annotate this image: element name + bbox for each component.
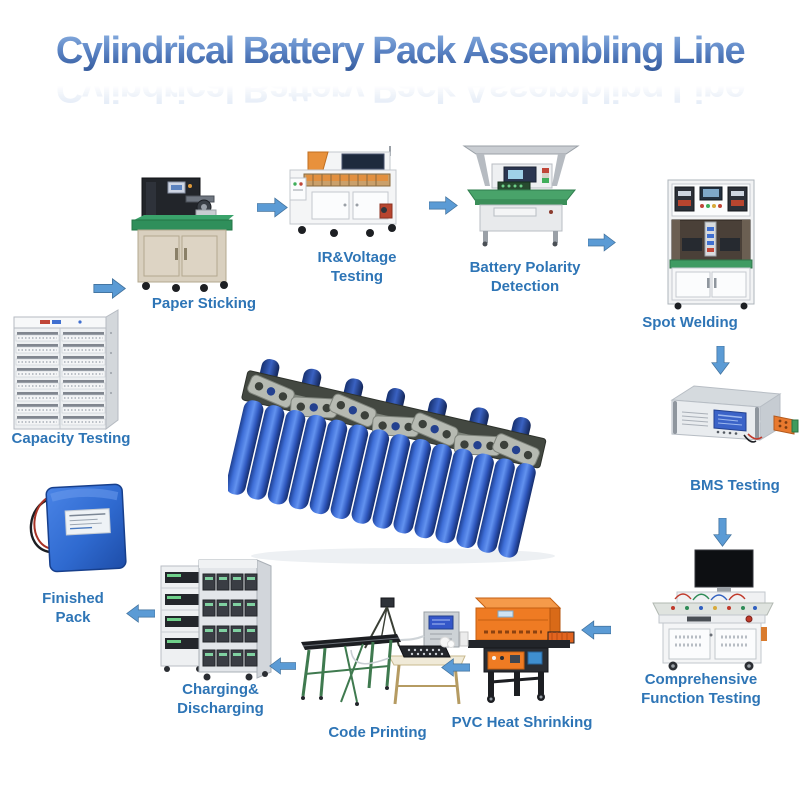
station-battery-polarity-detection	[458, 136, 586, 248]
station-paper-sticking	[126, 166, 240, 294]
station-spot-welding	[658, 174, 765, 312]
station-pvc-heat-shrinking	[458, 582, 580, 704]
label-paper-sticking: Paper Sticking	[151, 295, 257, 312]
label-finished-pack: Finished Pack	[42, 590, 104, 626]
arrow-codeprinting-to-charging	[269, 657, 296, 675]
station-comprehensive-function-testing	[645, 545, 783, 671]
title-reflection: Cylindrical Battery Pack Assembling Line	[0, 66, 800, 109]
arrow-bms-to-comprehensive	[713, 518, 732, 547]
station-ir-voltage-testing	[282, 144, 409, 244]
pvc-heat-shrinking-machine-image	[468, 597, 575, 703]
station-bms-testing	[652, 374, 800, 454]
arrow-polarity-to-spotwelding	[588, 233, 616, 252]
label-pvc-heat-shrinking: PVC Heat Shrinking	[451, 714, 593, 731]
spot-welding-machine-image	[667, 179, 755, 310]
station-charging-discharging	[153, 550, 275, 684]
arrow-paper-to-irvoltage	[257, 197, 288, 218]
arrow-spotwelding-to-bms	[711, 346, 730, 375]
arrow-comprehensive-to-pvc	[581, 620, 611, 640]
label-battery-polarity-detection: Battery Polarity Detection	[469, 259, 581, 295]
station-capacity-testing	[10, 303, 125, 431]
comprehensive-function-testing-machine-image	[652, 549, 774, 671]
arrow-pvc-to-codeprinting	[441, 658, 470, 677]
paper-sticking-machine-image	[131, 177, 234, 292]
arrow-irvoltage-to-polarity	[429, 196, 458, 215]
arrow-charging-to-finishedpack	[126, 604, 155, 623]
capacity-testing-machine-image	[13, 309, 119, 430]
charging-discharging-machine-image	[160, 559, 272, 681]
finished-pack-image	[29, 483, 127, 573]
label-spot-welding: Spot Welding	[642, 314, 738, 331]
label-charging-discharging: Charging& Discharging	[177, 681, 264, 717]
label-bms-testing: BMS Testing	[690, 477, 780, 494]
ir-voltage-testing-machine-image	[289, 146, 397, 237]
label-capacity-testing: Capacity Testing	[11, 430, 131, 447]
center-battery-pack	[228, 343, 572, 571]
cylindrical-battery-pack-image	[228, 359, 555, 564]
battery-polarity-detection-machine-image	[462, 145, 580, 247]
page-title: Cylindrical Battery Pack Assembling Line	[0, 30, 800, 74]
label-comprehensive-function-testing: Comprehensive Function Testing	[641, 671, 761, 707]
arrow-capacity-to-paper	[93, 278, 127, 299]
bms-testing-machine-image	[670, 385, 799, 443]
label-code-printing: Code Printing	[328, 724, 427, 741]
code-printing-machine-image	[301, 597, 469, 706]
station-finished-pack	[14, 472, 136, 584]
station-code-printing	[293, 594, 471, 708]
title-area: Cylindrical Battery Pack Assembling Line…	[0, 30, 800, 109]
label-ir-voltage-testing: IR&Voltage Testing	[317, 249, 397, 285]
